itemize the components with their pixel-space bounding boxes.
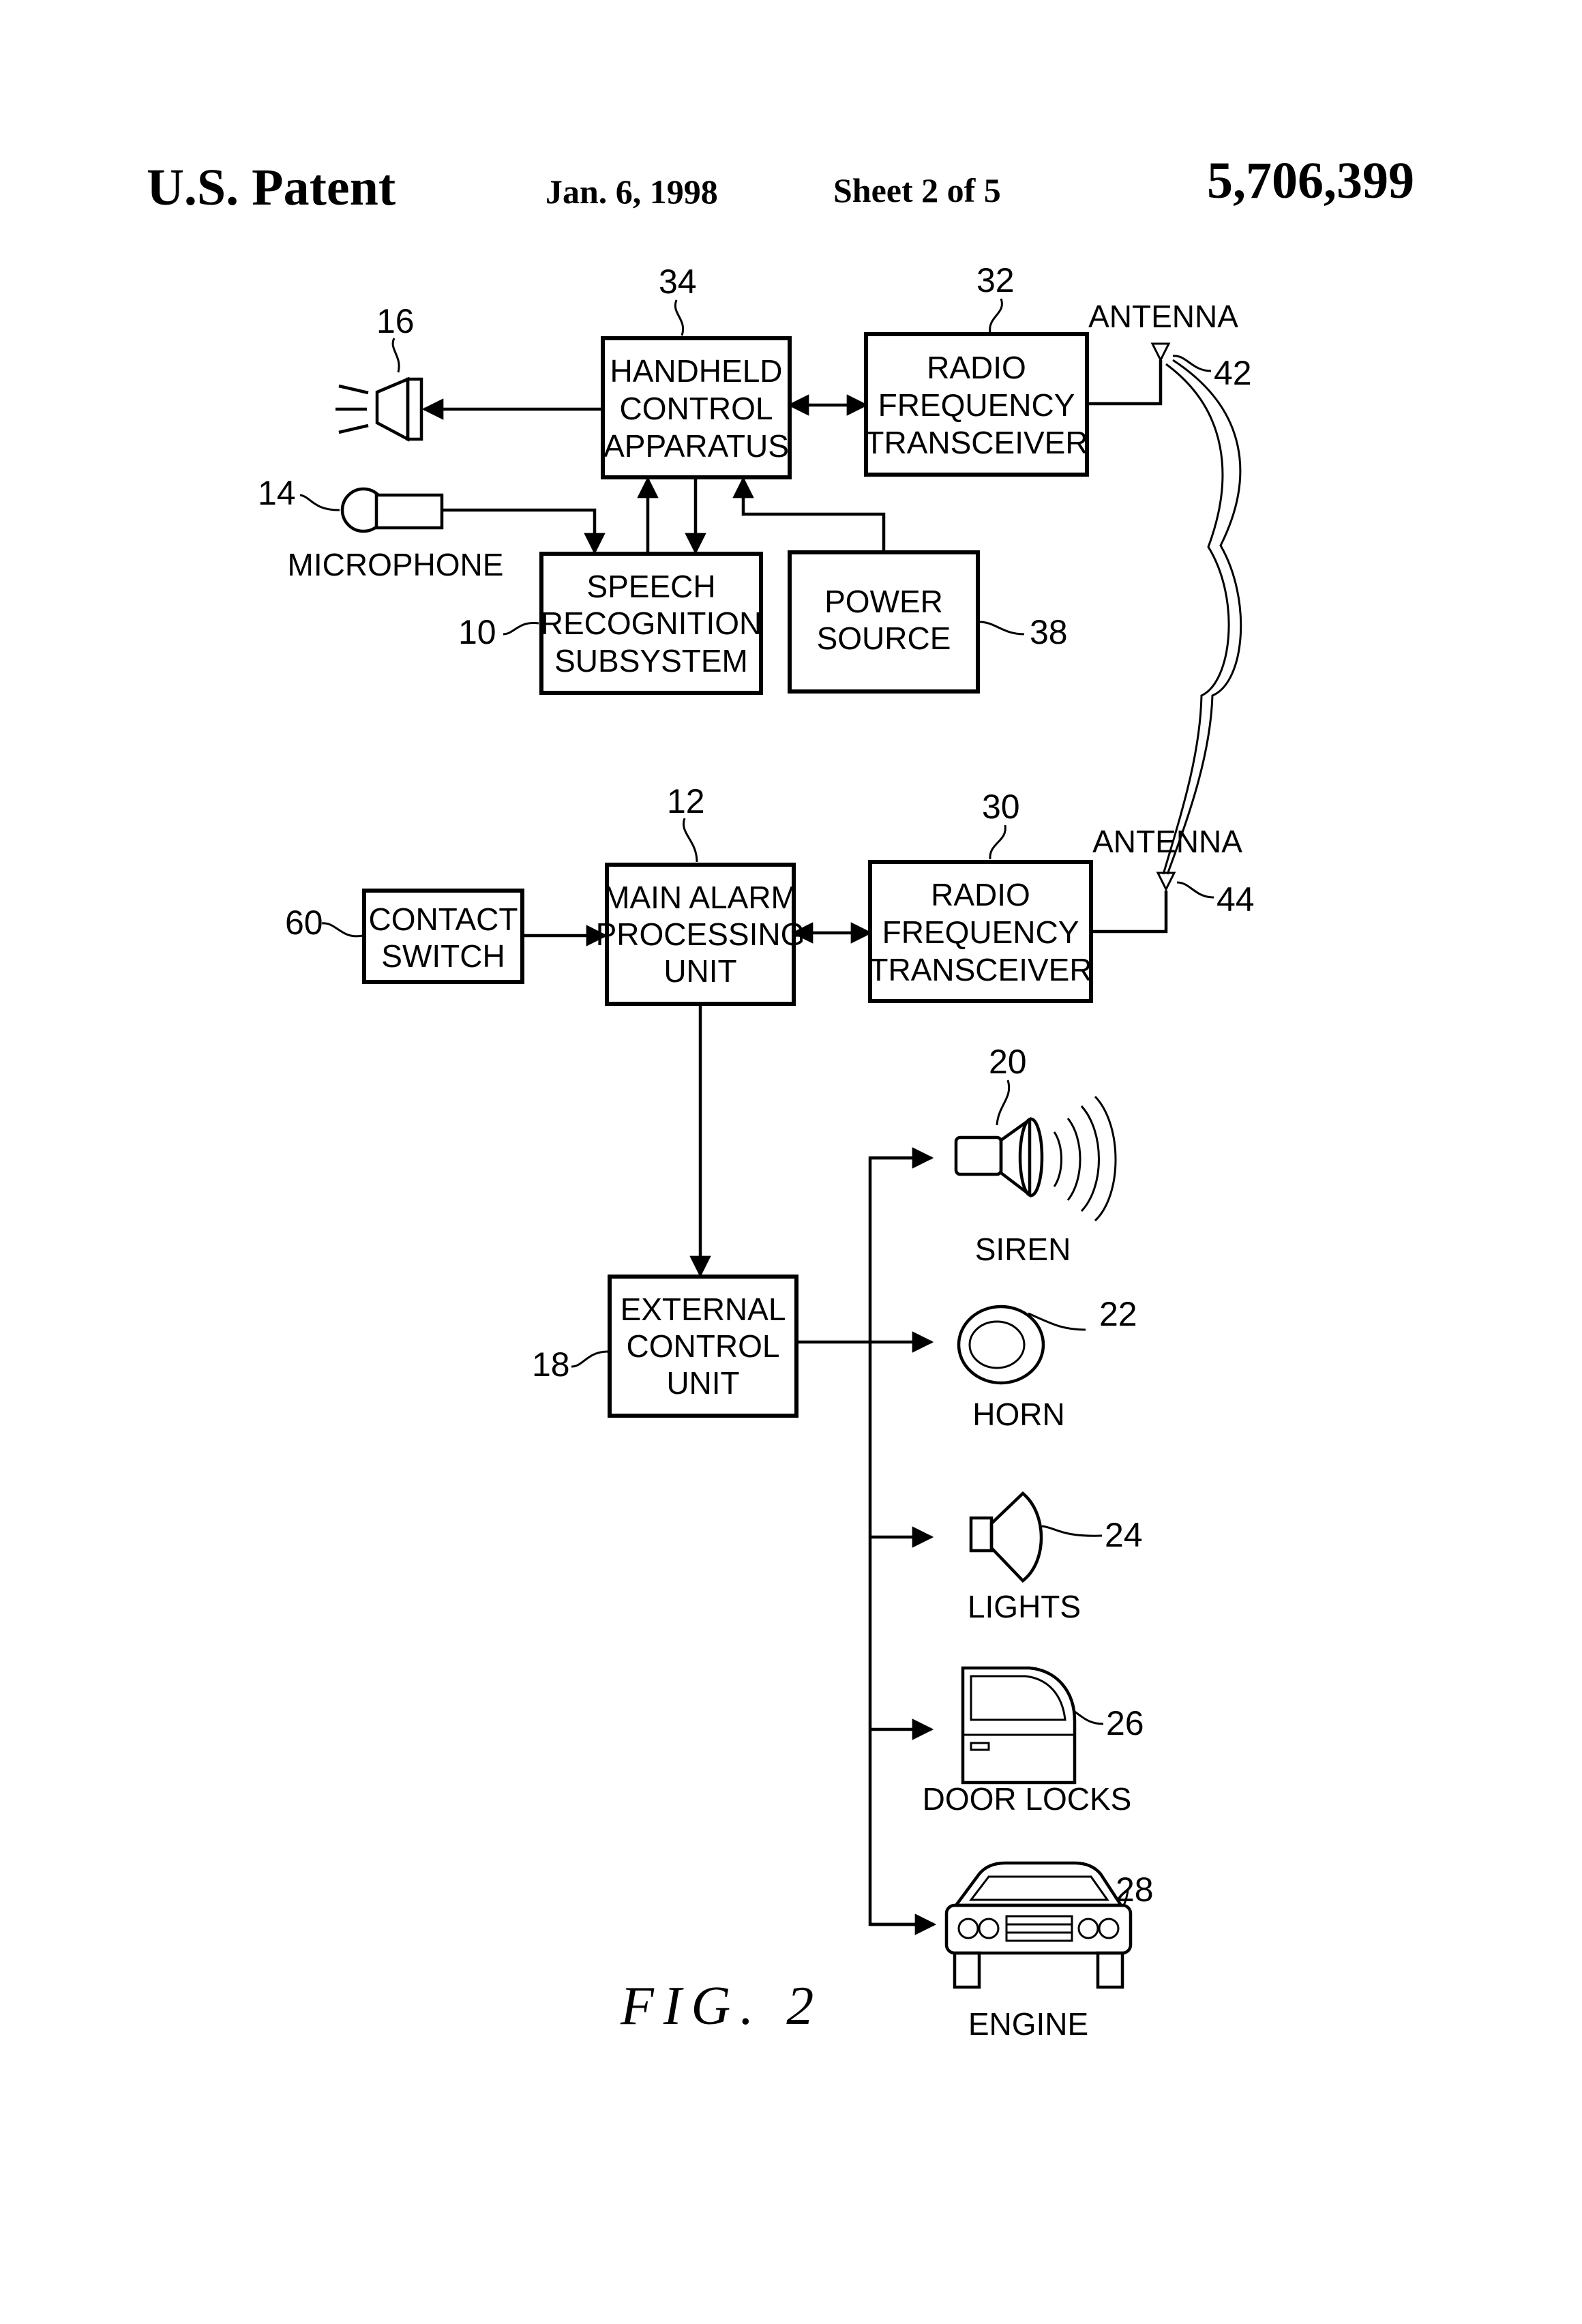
- radio-link-bolt: [1163, 364, 1229, 874]
- car-engine-icon: [946, 1863, 1131, 1987]
- rf-bottom-line-2: FREQUENCY: [882, 914, 1079, 950]
- ref-38: 38: [1030, 613, 1068, 651]
- antenna-top-label: ANTENNA: [1088, 299, 1238, 334]
- ref-34: 34: [659, 263, 697, 301]
- svg-text:TRANSCEIVER: TRANSCEIVER: [865, 425, 1088, 460]
- speech-line-3: SUBSYSTEM: [554, 643, 748, 679]
- figure-caption: FIG. 2: [620, 1976, 823, 2036]
- rf-top-line-1: RADIO: [927, 350, 1026, 385]
- contact-line-2: SWITCH: [381, 938, 505, 974]
- ref-22: 22: [1099, 1295, 1137, 1333]
- antenna-bottom-label: ANTENNA: [1092, 824, 1242, 859]
- handheld-line-2: CONTROL: [620, 391, 773, 426]
- svg-text:FREQUENCY: FREQUENCY: [878, 387, 1075, 423]
- ref-60: 60: [285, 904, 323, 942]
- horn-icon: [959, 1307, 1086, 1383]
- siren-icon: [956, 1097, 1116, 1221]
- engine-label: ENGINE: [968, 2006, 1088, 2042]
- svg-text:EXTERNAL: EXTERNAL: [621, 1292, 786, 1327]
- rf-top-line-3: TRANSCEIVER: [865, 425, 1088, 460]
- svg-text:SOURCE: SOURCE: [817, 621, 951, 656]
- svg-text:SPEECH: SPEECH: [586, 569, 715, 604]
- ref-10: 10: [458, 613, 496, 651]
- ref-42: 42: [1214, 354, 1252, 392]
- svg-text:SWITCH: SWITCH: [381, 938, 505, 974]
- power-line-2: SOURCE: [817, 621, 951, 656]
- external-line-3: UNIT: [666, 1365, 739, 1401]
- ref-20: 20: [989, 1043, 1027, 1081]
- main-alarm-line-3: UNIT: [663, 953, 736, 989]
- svg-text:CONTROL: CONTROL: [627, 1328, 780, 1364]
- ref-44: 44: [1217, 880, 1255, 919]
- door-icon: [963, 1668, 1075, 1783]
- speech-line-2: RECOGNITION: [541, 606, 762, 641]
- external-line-1: EXTERNAL: [621, 1292, 786, 1327]
- svg-text:TRANSCEIVER: TRANSCEIVER: [869, 952, 1092, 987]
- ref-14: 14: [258, 474, 296, 512]
- ref-24: 24: [1105, 1516, 1143, 1554]
- main-alarm-line-1: MAIN ALARM: [603, 880, 797, 915]
- rf-top-line-2: FREQUENCY: [878, 387, 1075, 423]
- svg-text:HANDHELD: HANDHELD: [610, 353, 782, 389]
- ref-18: 18: [532, 1345, 570, 1384]
- main-alarm-line-2: PROCESSING: [596, 917, 805, 952]
- svg-text:CONTACT: CONTACT: [369, 902, 518, 937]
- antenna-bottom-icon: [1158, 873, 1174, 889]
- external-line-2: CONTROL: [627, 1328, 780, 1364]
- power-line-1: POWER: [824, 584, 943, 619]
- ref-32: 32: [976, 261, 1015, 299]
- door-locks-label: DOOR LOCKS: [923, 1781, 1132, 1817]
- svg-text:RECOGNITION: RECOGNITION: [541, 606, 762, 641]
- horn-label: HORN: [972, 1397, 1064, 1432]
- speaker-icon: [335, 379, 421, 439]
- microphone-label: MICROPHONE: [288, 547, 504, 582]
- svg-text:CONTROL: CONTROL: [620, 391, 773, 426]
- svg-text:UNIT: UNIT: [666, 1365, 739, 1401]
- lights-icon: [971, 1493, 1041, 1581]
- svg-text:RADIO: RADIO: [927, 350, 1026, 385]
- speech-line-1: SPEECH: [586, 569, 715, 604]
- ref-30: 30: [982, 788, 1020, 826]
- antenna-top-icon: [1152, 344, 1169, 360]
- microphone-icon: [342, 489, 442, 531]
- svg-text:SUBSYSTEM: SUBSYSTEM: [554, 643, 748, 679]
- ref-28: 28: [1116, 1871, 1154, 1909]
- svg-text:PROCESSING: PROCESSING: [596, 917, 805, 952]
- rf-bottom-line-3: TRANSCEIVER: [869, 952, 1092, 987]
- contact-line-1: CONTACT: [369, 902, 518, 937]
- svg-text:POWER: POWER: [824, 584, 943, 619]
- svg-text:MAIN ALARM: MAIN ALARM: [603, 880, 797, 915]
- handheld-line-3: APPARATUS: [603, 428, 789, 464]
- lights-label: LIGHTS: [968, 1589, 1081, 1624]
- handheld-line-1: HANDHELD: [610, 353, 782, 389]
- rf-bottom-line-1: RADIO: [931, 877, 1030, 912]
- ref-12: 12: [667, 782, 705, 820]
- svg-text:RADIO: RADIO: [931, 877, 1030, 912]
- svg-text:APPARATUS: APPARATUS: [603, 428, 789, 464]
- ref-26: 26: [1106, 1704, 1144, 1742]
- siren-label: SIREN: [975, 1232, 1071, 1267]
- svg-text:UNIT: UNIT: [663, 953, 736, 989]
- ref-16: 16: [376, 302, 415, 340]
- svg-text:FREQUENCY: FREQUENCY: [882, 914, 1079, 950]
